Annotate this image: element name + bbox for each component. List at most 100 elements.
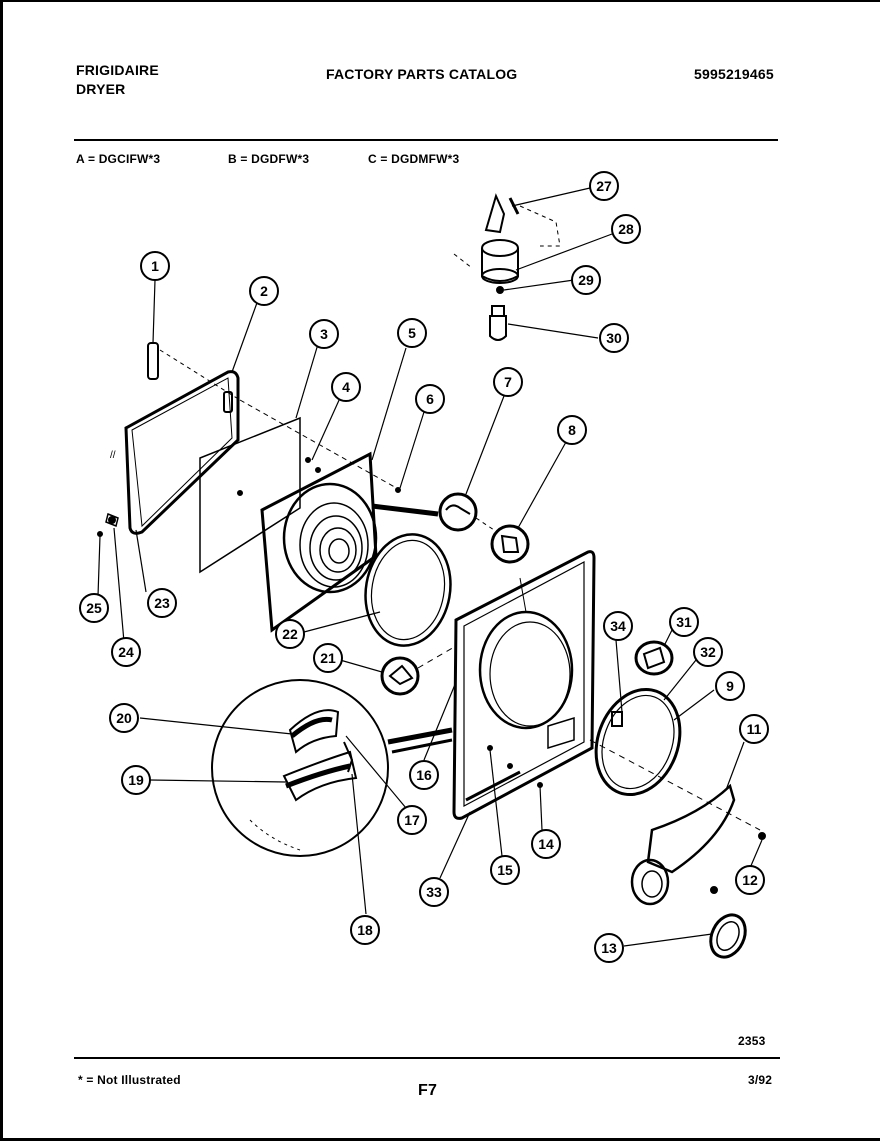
callout-24: 24 bbox=[111, 637, 141, 667]
footer-rule bbox=[74, 1057, 780, 1059]
callout-1: 1 bbox=[140, 251, 170, 281]
svg-text:6: 6 bbox=[426, 391, 434, 407]
callout-30: 30 bbox=[599, 323, 629, 353]
svg-text:16: 16 bbox=[416, 767, 432, 783]
switch-bulb bbox=[489, 315, 507, 341]
svg-text:29: 29 bbox=[578, 272, 594, 288]
callout-29: 29 bbox=[571, 265, 601, 295]
svg-text:32: 32 bbox=[700, 644, 716, 660]
callout-12: 12 bbox=[735, 865, 765, 895]
callout-23: 23 bbox=[147, 588, 177, 618]
revision-date: 3/92 bbox=[748, 1073, 773, 1087]
light-lens-part bbox=[634, 640, 674, 676]
callout-leaders bbox=[97, 187, 763, 947]
svg-text:30: 30 bbox=[606, 330, 622, 346]
svg-text:14: 14 bbox=[538, 836, 554, 852]
svg-text:19: 19 bbox=[128, 772, 144, 788]
callout-6: 6 bbox=[415, 384, 445, 414]
catalog-number: 5995219465 bbox=[694, 66, 774, 82]
callout-5: 5 bbox=[397, 318, 427, 348]
footnote: * = Not Illustrated bbox=[78, 1073, 181, 1087]
svg-text:1: 1 bbox=[151, 258, 159, 274]
callout-15: 15 bbox=[490, 855, 520, 885]
svg-text:33: 33 bbox=[426, 884, 442, 900]
door-gasket-ring bbox=[364, 533, 452, 647]
model-c: C = DGDMFW*3 bbox=[368, 152, 460, 166]
drawing-number: 2353 bbox=[738, 1034, 766, 1048]
callout-31: 31 bbox=[669, 607, 699, 637]
callout-27: 27 bbox=[589, 171, 619, 201]
callout-28: 28 bbox=[611, 214, 641, 244]
callout-11: 11 bbox=[739, 714, 769, 744]
svg-text:2: 2 bbox=[260, 283, 268, 299]
diagram-artwork: // bbox=[97, 193, 766, 959]
svg-text:7: 7 bbox=[504, 374, 512, 390]
callout-9: 9 bbox=[715, 671, 745, 701]
header-rule bbox=[74, 139, 778, 141]
svg-text:34: 34 bbox=[610, 618, 626, 634]
callout-33: 33 bbox=[419, 877, 449, 907]
svg-text:21: 21 bbox=[320, 650, 336, 666]
detail-magnifier-circle bbox=[211, 679, 389, 857]
callout-19: 19 bbox=[121, 765, 151, 795]
svg-text:23: 23 bbox=[154, 595, 170, 611]
callout-16: 16 bbox=[409, 760, 439, 790]
switch-housing bbox=[481, 239, 519, 257]
svg-text:20: 20 bbox=[116, 710, 132, 726]
door-latch-strike bbox=[490, 524, 530, 564]
svg-text:3: 3 bbox=[320, 326, 328, 342]
callout-25: 25 bbox=[79, 593, 109, 623]
svg-text:15: 15 bbox=[497, 862, 513, 878]
callout-21: 21 bbox=[313, 643, 343, 673]
callout-2: 2 bbox=[249, 276, 279, 306]
door-catch bbox=[380, 656, 420, 696]
model-a: A = DGCIFW*3 bbox=[76, 152, 161, 166]
callout-bubbles: 1 2 3 4 5 6 7 8 9 11 12 13 14 15 16 17 1… bbox=[79, 171, 769, 963]
callout-22: 22 bbox=[275, 619, 305, 649]
callout-7: 7 bbox=[493, 367, 523, 397]
svg-text:25: 25 bbox=[86, 600, 102, 616]
door-outer-panel bbox=[124, 370, 240, 535]
svg-text:12: 12 bbox=[742, 872, 758, 888]
callout-18: 18 bbox=[350, 915, 380, 945]
svg-text:27: 27 bbox=[596, 178, 612, 194]
product-label: DRYER bbox=[76, 81, 126, 97]
svg-text:22: 22 bbox=[282, 626, 298, 642]
svg-text:8: 8 bbox=[568, 422, 576, 438]
svg-text:9: 9 bbox=[726, 678, 734, 694]
bushing bbox=[709, 913, 747, 959]
svg-text:13: 13 bbox=[601, 940, 617, 956]
svg-text:11: 11 bbox=[747, 721, 762, 737]
model-b: B = DGDFW*3 bbox=[228, 152, 310, 166]
callout-8: 8 bbox=[557, 415, 587, 445]
front-bracket bbox=[646, 783, 736, 874]
drum-seal-ring bbox=[594, 687, 682, 797]
switch-plunger bbox=[484, 193, 506, 234]
callout-34: 34 bbox=[603, 611, 633, 641]
door-insulation-board bbox=[199, 416, 301, 574]
callout-3: 3 bbox=[309, 319, 339, 349]
callout-14: 14 bbox=[531, 829, 561, 859]
callout-4: 4 bbox=[331, 372, 361, 402]
svg-text:24: 24 bbox=[118, 644, 134, 660]
svg-text:4: 4 bbox=[342, 379, 350, 395]
svg-text:31: 31 bbox=[676, 614, 692, 630]
svg-text:18: 18 bbox=[357, 922, 373, 938]
svg-text:5: 5 bbox=[408, 325, 416, 341]
part-clip-1 bbox=[147, 342, 159, 380]
callout-20: 20 bbox=[109, 703, 139, 733]
callout-32: 32 bbox=[693, 637, 723, 667]
front-panel bbox=[452, 550, 596, 820]
brand-label: FRIGIDAIRE bbox=[76, 62, 159, 78]
page-title: FACTORY PARTS CATALOG bbox=[326, 66, 518, 82]
svg-text:28: 28 bbox=[618, 221, 634, 237]
callout-17: 17 bbox=[397, 805, 427, 835]
svg-text://: // bbox=[110, 450, 116, 461]
door-hinge-part bbox=[438, 492, 478, 532]
svg-text:17: 17 bbox=[404, 812, 420, 828]
page-number: F7 bbox=[418, 1082, 438, 1099]
door-inner-panel bbox=[260, 451, 378, 633]
callout-13: 13 bbox=[594, 933, 624, 963]
